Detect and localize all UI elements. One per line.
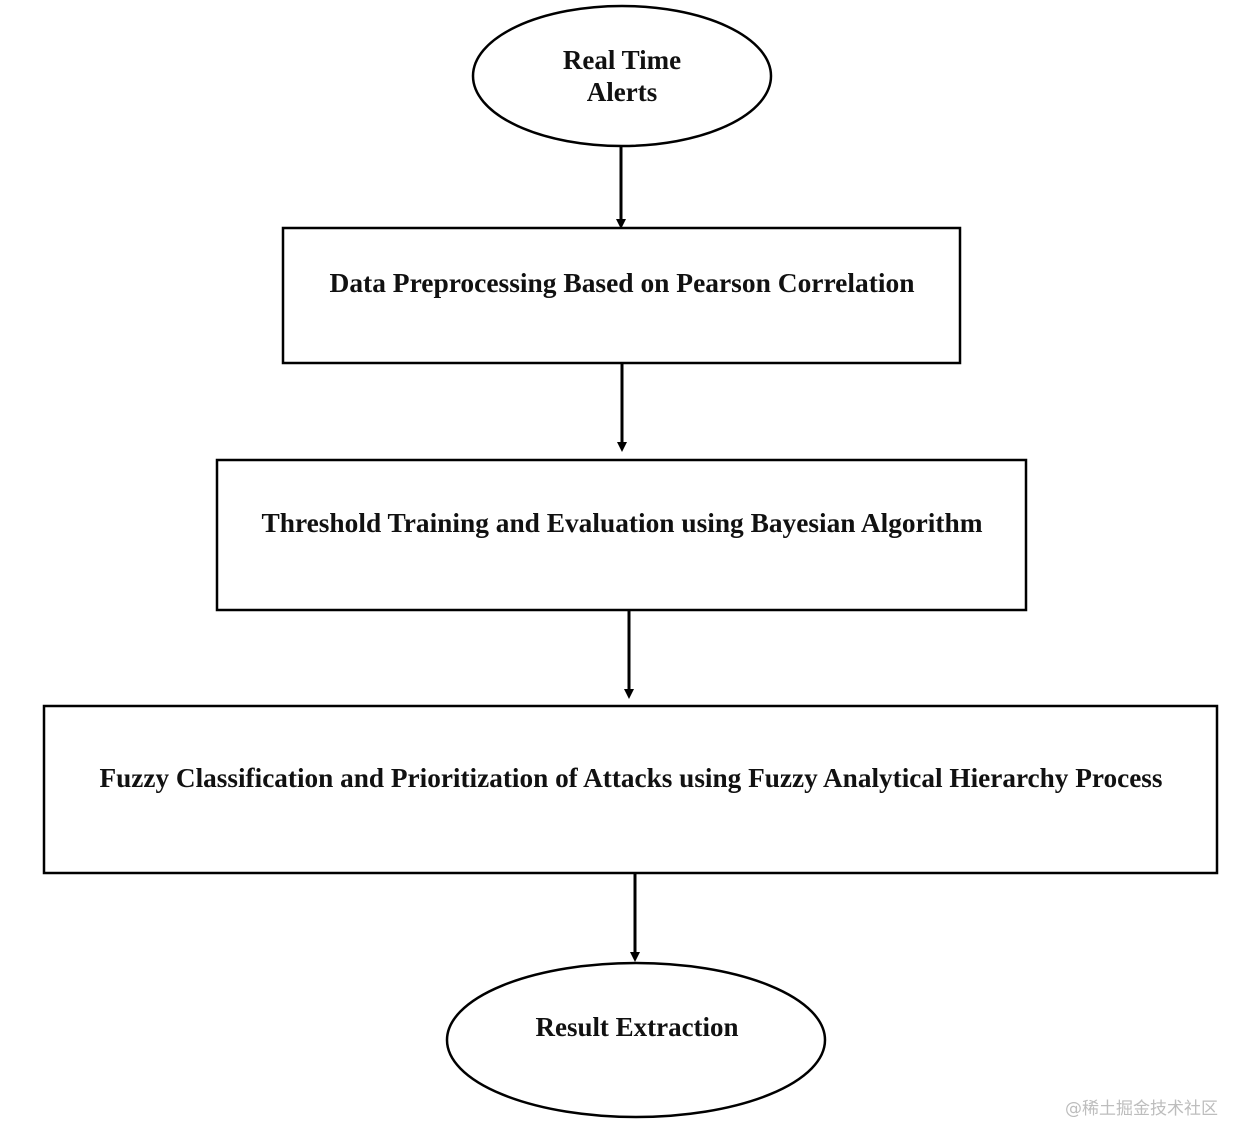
start-ellipse [471, 4, 773, 148]
node-start: Real Time Alerts [471, 4, 773, 148]
node-step2: Threshold Training and Evaluation using … [215, 458, 1028, 612]
step3-label: Fuzzy Classification and Prioritization … [100, 763, 1163, 793]
start-label-line1: Real Time [563, 45, 681, 75]
end-ellipse [445, 961, 827, 1119]
start-label-line2: Alerts [587, 77, 657, 107]
node-end: Result Extraction [445, 961, 827, 1119]
step3-box [42, 704, 1219, 875]
step2-label: Threshold Training and Evaluation using … [262, 508, 984, 538]
end-label: Result Extraction [536, 1012, 739, 1042]
step1-label: Data Preprocessing Based on Pearson Corr… [330, 268, 915, 298]
watermark: @稀土掘金技术社区 [1065, 1099, 1218, 1119]
node-step1: Data Preprocessing Based on Pearson Corr… [281, 226, 962, 365]
node-step3: Fuzzy Classification and Prioritization … [42, 704, 1219, 875]
step2-box [215, 458, 1028, 612]
